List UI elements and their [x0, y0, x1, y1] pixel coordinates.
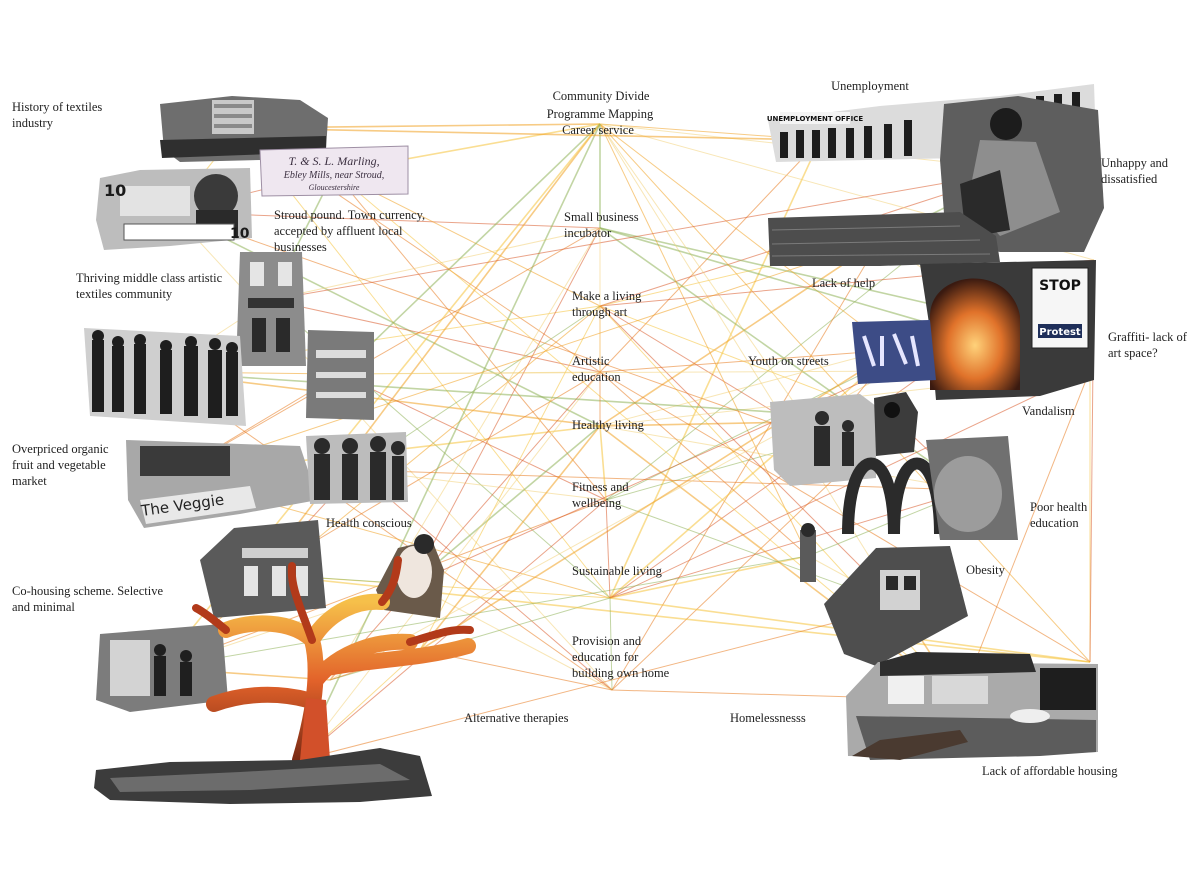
label-make-living: Make a living through art: [572, 289, 645, 319]
thread-line: [599, 425, 607, 501]
label-community-divide: Community Divide: [553, 89, 650, 103]
thread-line: [171, 211, 601, 427]
label-graffiti: Graffiti- lack of art space?: [1108, 330, 1190, 360]
thread-line: [611, 239, 881, 691]
market-photo: [126, 440, 318, 528]
lone-figure-photo: [800, 523, 816, 582]
thread-line: [599, 123, 895, 351]
thread-line: [609, 349, 895, 599]
thread-line: [605, 499, 611, 599]
label-youth-streets: Youth on streets: [748, 354, 829, 368]
thread-line: [333, 171, 607, 501]
thread-line: [239, 127, 821, 141]
loom-photo: [306, 330, 374, 420]
pub-building-photo: [236, 252, 306, 366]
brick-wall-photo: [768, 212, 1000, 266]
thread-line: [339, 123, 601, 375]
thread-line: [599, 305, 901, 607]
thread-line: [169, 227, 601, 477]
label-unhappy: Unhappy and dissatisfied: [1101, 156, 1171, 186]
driftwood-log: [94, 748, 432, 804]
label-cohousing: Co-housing scheme. Selective and minimal: [12, 584, 166, 614]
thread-line: [299, 605, 901, 761]
thread-line: [609, 555, 809, 599]
label-affordable-housing: Lack of affordable housing: [982, 764, 1118, 778]
marling-line-2: Ebley Mills, near Stroud,: [283, 170, 384, 181]
fastfood-arches-photo: [842, 457, 946, 535]
marling-line-1: T. & S. L. Marling,: [288, 154, 379, 168]
label-sustainable-living: Sustainable living: [572, 564, 663, 578]
thread-line: [411, 227, 601, 585]
derelict-house-photo: [824, 546, 968, 666]
thread-line: [609, 139, 821, 599]
thread-line: [355, 469, 971, 491]
ten-note-label: 10: [104, 181, 126, 200]
terraced-houses-photo: [846, 652, 1098, 760]
cohousing-building-photo: [200, 520, 326, 618]
thread-line: [599, 123, 821, 441]
label-overpriced-market: Overpriced organic fruit and vegetable m…: [12, 442, 112, 488]
thread-line: [419, 425, 601, 651]
label-history-textiles: History of textiles industry: [12, 100, 105, 130]
label-healthy-living: Healthy living: [572, 418, 645, 432]
label-thriving-middle-class: Thriving middle class artistic textiles …: [76, 271, 225, 301]
currency-notes-photo: [96, 168, 252, 250]
street-youth-photo: [770, 394, 876, 486]
label-vandalism: Vandalism: [1022, 404, 1075, 418]
marling-card: [259, 145, 409, 197]
graffiti-arch-photo: [920, 260, 1096, 400]
thread-line: [329, 371, 601, 681]
label-fitness: Fitness and wellbeing: [572, 480, 632, 510]
thread-line: [339, 373, 607, 501]
yoga-figure-photo: [376, 534, 444, 618]
thread-line: [269, 299, 601, 373]
thread-line: [599, 139, 821, 373]
thread-line: [599, 425, 961, 701]
unemployment-office-sign: UNEMPLOYMENT OFFICE: [767, 115, 863, 123]
label-alternative-therapies: Alternative therapies: [464, 711, 569, 725]
label-career-service: Career service: [562, 123, 634, 137]
thread-line: [959, 369, 1091, 701]
thread-line: [299, 371, 601, 761]
thread-line: [159, 555, 809, 669]
label-small-business: Small business incubator: [564, 210, 642, 240]
label-health-conscious: Health conscious: [326, 516, 412, 530]
thread-line: [411, 425, 601, 585]
thread-line: [419, 305, 601, 651]
painted-tree: [192, 556, 476, 768]
crowd-photo: [84, 328, 246, 426]
label-provision: Provision and education for building own…: [572, 634, 670, 680]
label-homelessness: Homelessnesss: [730, 711, 806, 725]
tag-graffiti-photo: [852, 320, 936, 384]
label-programme-mapping: Programme Mapping: [547, 107, 654, 121]
label-obesity: Obesity: [966, 563, 1006, 577]
marling-line-3: Gloucestershire: [309, 183, 360, 192]
dejected-man-photo: [940, 96, 1104, 252]
label-artistic-education: Artistic education: [572, 354, 621, 384]
thread-line: [609, 597, 613, 691]
ten-note-label-2: 10: [230, 226, 250, 242]
thread-line: [171, 211, 821, 441]
shoppers-photo: [306, 432, 408, 504]
label-stroud-pound: Stroud pound. Town currency, accepted by…: [274, 208, 428, 254]
label-poor-health: Poor health education: [1030, 500, 1090, 530]
protest-sign-text: Protest: [1039, 327, 1081, 338]
garden-people-photo: [96, 624, 228, 712]
thread-line: [599, 123, 1091, 663]
thread-line: [269, 169, 1021, 301]
obese-belly-photo: [926, 436, 1018, 540]
label-unemployment: Unemployment: [831, 79, 909, 93]
thread-line: [239, 127, 611, 599]
hooded-figure-photo: [874, 392, 918, 456]
textile-mill-photo: [160, 96, 328, 162]
stop-sign-text: STOP: [1039, 278, 1081, 294]
thread-line: [599, 239, 881, 427]
thread-line: [355, 469, 613, 691]
label-lack-help: Lack of help: [812, 276, 875, 290]
thread-line: [169, 239, 881, 477]
